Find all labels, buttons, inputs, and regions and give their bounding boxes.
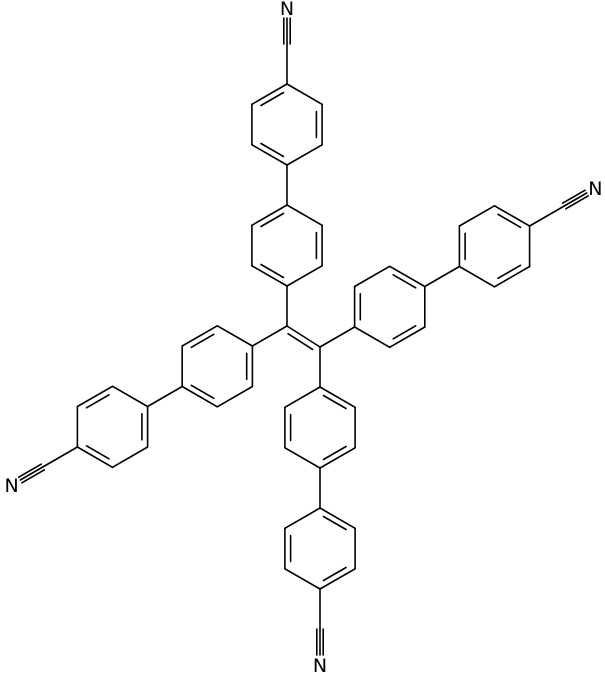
arm2-inner-ring-bond — [216, 324, 254, 347]
arm2-triple-bond — [17, 463, 43, 479]
arm4-outer-ring-bond — [284, 507, 321, 530]
arm1-inner-ring-bond — [286, 204, 323, 227]
arm2-inner-ring-bond — [216, 385, 254, 408]
arm2-vinyl-aryl-bond — [251, 325, 288, 347]
arm3-inner-ring-bond — [388, 265, 426, 288]
arm1-outer-ring-double-bond — [260, 142, 285, 158]
arm3-outer-ring-bond — [458, 265, 496, 288]
arm2-triple-bond — [19, 466, 44, 481]
arm4-outer-ring-double-bond — [322, 566, 347, 582]
arm3-triple-bond — [561, 189, 586, 204]
arm1-inner-ring-double-bond — [260, 263, 285, 279]
arm1-inner-ring-bond — [286, 264, 323, 287]
arm3-inner-ring-double-bond — [392, 324, 417, 340]
arm1-outer-ring-bond — [286, 83, 323, 106]
arm2-outer-ring-bond — [76, 385, 114, 408]
arm4-inner-ring-bond — [319, 446, 356, 469]
arm4-outer-ring-bond — [284, 567, 321, 590]
arm3-inner-ring-double-bond — [392, 273, 417, 289]
nitrogen-atom-label: N — [313, 655, 327, 677]
arm4-inner-ring-double-bond — [322, 394, 347, 410]
arm4-inner-ring-double-bond — [322, 445, 347, 461]
arm3-outer-ring-bond — [493, 265, 531, 288]
arm2-outer-ring-double-bond — [85, 444, 110, 460]
arm2-outer-ring-bond — [76, 446, 114, 469]
arm3-triple-bond — [563, 192, 588, 207]
arm3-inner-ring-bond — [353, 326, 391, 349]
nitrogen-atom-label: N — [280, 0, 294, 20]
central-alkene-bond — [286, 325, 321, 348]
arm2-inner-ring-bond — [181, 324, 219, 347]
arm3-outer-ring-double-bond — [497, 213, 522, 229]
arm1-inner-ring-bond — [251, 264, 288, 287]
arm2-inner-ring-double-bond — [190, 333, 215, 349]
arm3-biaryl-bond — [423, 265, 461, 288]
arm3-inner-ring-bond — [388, 326, 426, 349]
arm4-outer-ring-bond — [319, 567, 356, 590]
arm2-triple-bond — [21, 468, 46, 484]
arm1-outer-ring-double-bond — [260, 91, 285, 107]
arm3-inner-ring-bond — [353, 265, 391, 288]
arm4-inner-ring-bond — [284, 386, 321, 409]
arm2-outer-ring-bond — [111, 446, 149, 469]
arm3-triple-bond — [564, 195, 590, 210]
central-alkene-double-bond — [287, 332, 314, 351]
arm3-vinyl-aryl-bond — [319, 326, 356, 348]
arm4-outer-ring-double-bond — [322, 515, 347, 531]
arm1-outer-ring-bond — [286, 144, 323, 166]
arm1-outer-ring-bond — [251, 144, 288, 166]
arm2-inner-ring-bond — [181, 385, 219, 408]
arm4-outer-ring-bond — [319, 507, 356, 530]
arm2-inner-ring-double-bond — [190, 384, 215, 400]
arm1-inner-ring-double-bond — [260, 212, 285, 228]
nitrogen-atom-label: N — [588, 178, 602, 200]
arm2-biaryl-bond — [146, 385, 183, 408]
arm2-aryl-cn-bond — [41, 446, 79, 468]
arm3-outer-ring-bond — [458, 205, 496, 227]
atom-label-layer: N N N N — [4, 0, 602, 677]
arm4-inner-ring-bond — [284, 446, 321, 469]
arm2-outer-ring-double-bond — [85, 393, 110, 409]
arm2-outer-ring-bond — [111, 385, 149, 408]
nitrogen-atom-label: N — [4, 475, 18, 497]
bond-layer — [17, 17, 590, 656]
arm3-outer-ring-double-bond — [497, 264, 522, 280]
arm3-aryl-cn-bond — [528, 205, 566, 227]
arm4-inner-ring-bond — [319, 386, 356, 409]
arm1-inner-ring-bond — [251, 204, 288, 227]
arm3-outer-ring-bond — [493, 205, 531, 227]
arm1-outer-ring-bond — [251, 83, 288, 106]
